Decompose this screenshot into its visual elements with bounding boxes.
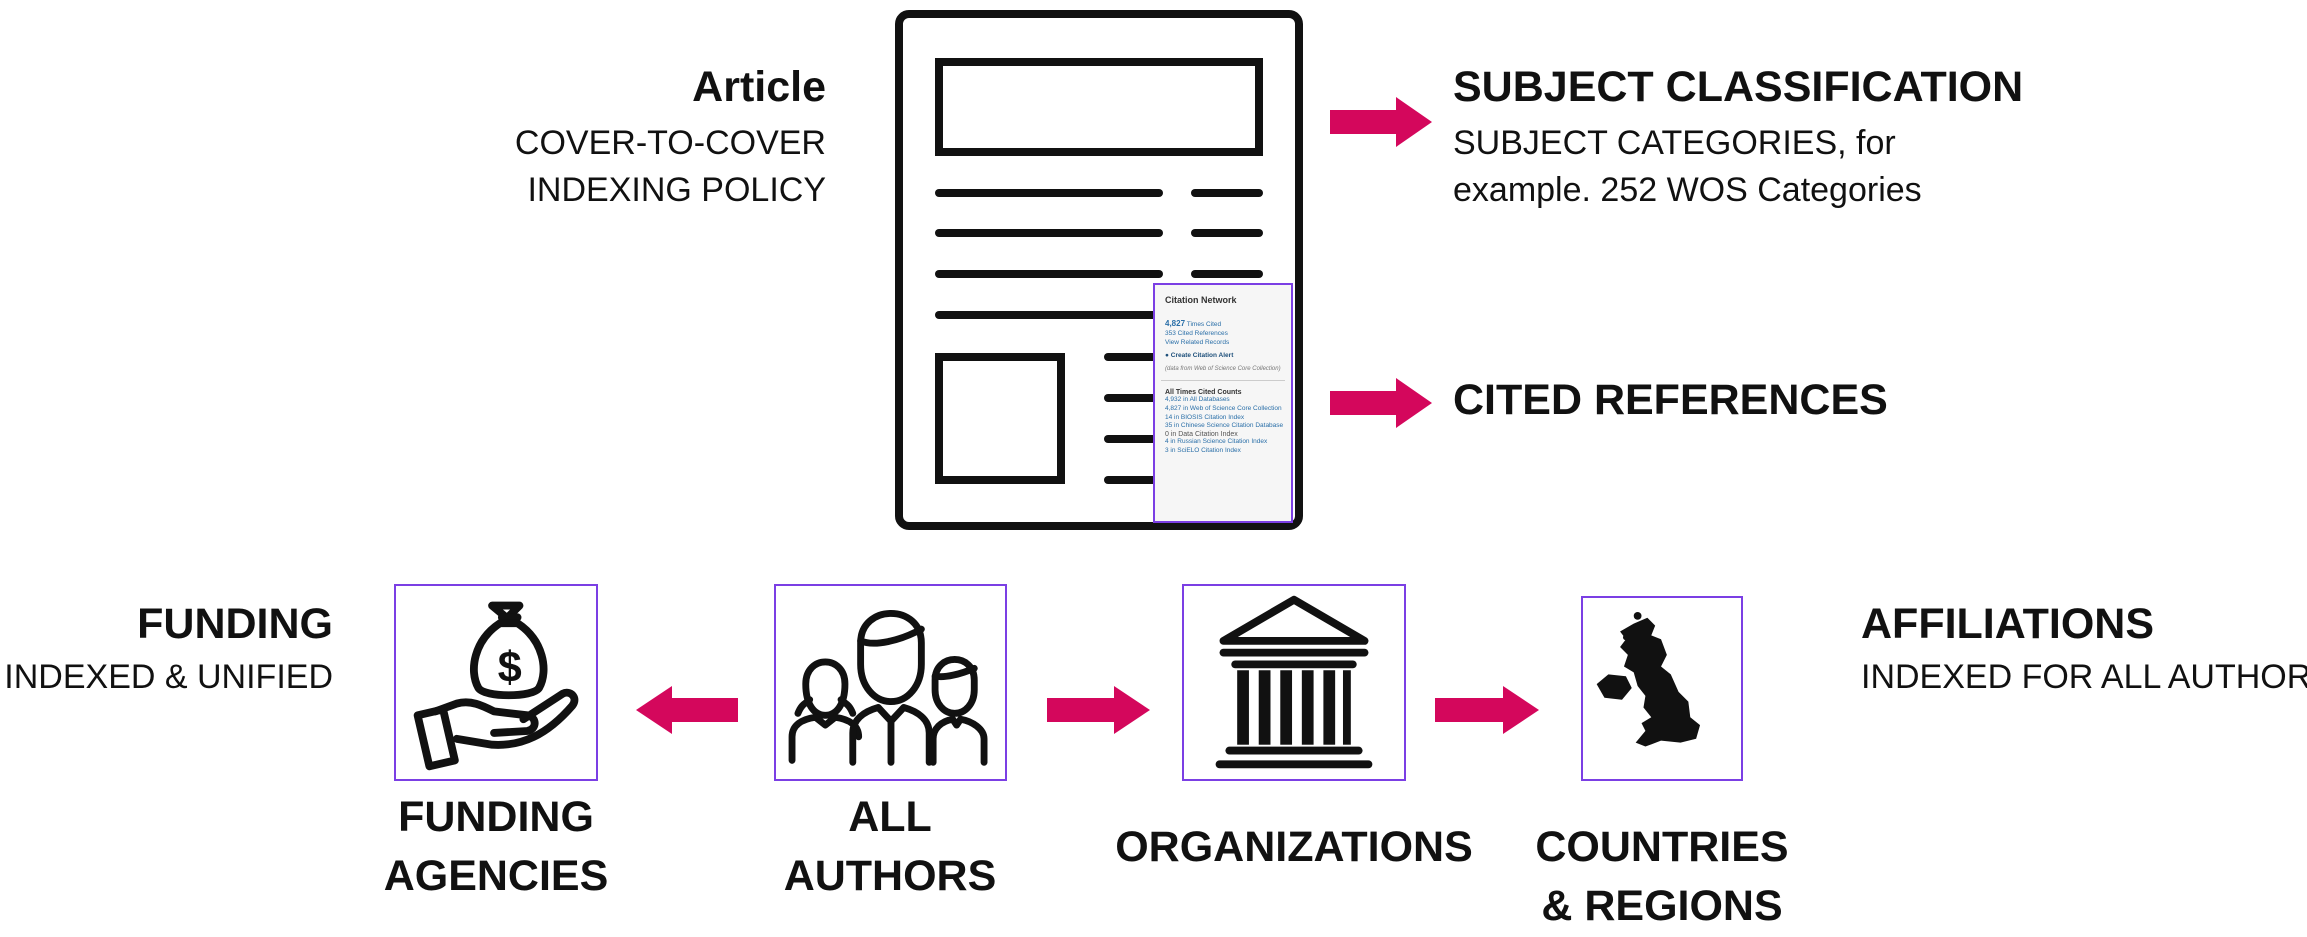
funding-sub: INDEXED & UNIFIED — [4, 658, 333, 697]
uk-map-icon — [1596, 611, 1701, 747]
funding-title: FUNDING — [137, 600, 333, 648]
create-citation-alert-link[interactable]: Create Citation Alert — [1170, 352, 1234, 360]
affiliations-sub: INDEXED FOR ALL AUTHORS — [1861, 658, 2307, 697]
funding-agencies-caption-line1: FUNDING — [398, 793, 594, 841]
countries-caption-line2: & REGIONS — [1541, 882, 1783, 931]
count-link[interactable]: 35 in Chinese Science Citation Database — [1165, 422, 1284, 430]
people-group-icon — [788, 610, 988, 766]
count-text: 0 in Data Citation Index — [1165, 431, 1238, 439]
times-cited-count[interactable]: 4,827 — [1165, 319, 1186, 328]
arrow-right-icon — [1047, 686, 1150, 734]
count-link[interactable]: 14 in BIOSIS Citation Index — [1165, 413, 1245, 421]
countries-caption-line1: COUNTRIES — [1535, 823, 1789, 871]
cited-references-title: CITED REFERENCES — [1453, 376, 1888, 424]
cited-references-link[interactable]: 353 Cited References — [1165, 329, 1228, 337]
money-bag-hand-icon: $ — [413, 601, 579, 771]
arrow-left-icon — [636, 686, 738, 734]
user-icon: ● — [1165, 352, 1169, 360]
article-line2: INDEXING POLICY — [527, 170, 826, 209]
citation-network-panel: Citation Network 4,827 Times Cited 353 C… — [1153, 283, 1293, 523]
panel-divider — [1161, 380, 1285, 382]
affiliations-title: AFFILIATIONS — [1861, 600, 2155, 648]
count-link[interactable]: 4,827 in Web of Science Core Collection — [1165, 404, 1282, 412]
times-cited-label: Times Cited — [1186, 321, 1222, 328]
organizations-caption: ORGANIZATIONS — [1115, 823, 1473, 871]
all-counts-header: All Times Cited Counts — [1165, 389, 1242, 397]
bank-building-icon — [1215, 595, 1373, 769]
arrow-right-icon — [1435, 686, 1539, 734]
svg-text:$: $ — [498, 644, 522, 692]
article-title: Article — [692, 63, 826, 111]
count-link[interactable]: 3 in SciELO Citation Index — [1165, 446, 1241, 454]
related-records-link[interactable]: View Related Records — [1165, 338, 1230, 346]
arrow-right-icon — [1330, 378, 1432, 428]
arrow-right-icon — [1330, 97, 1432, 147]
all-authors-box — [774, 584, 1007, 781]
source-note: (data from Web of Science Core Collectio… — [1165, 366, 1281, 373]
all-authors-caption-line1: ALL — [848, 793, 932, 841]
funding-agencies-box: $ — [394, 584, 598, 781]
subject-title: SUBJECT CLASSIFICATION — [1453, 63, 2024, 111]
all-authors-caption-line2: AUTHORS — [783, 852, 997, 901]
count-link[interactable]: 4,932 in All Databases — [1165, 396, 1230, 404]
organizations-box — [1182, 584, 1406, 781]
subject-line2: example. 252 WOS Categories — [1453, 170, 1922, 209]
citation-panel-header: Citation Network — [1165, 295, 1237, 305]
article-line1: COVER-TO-COVER — [514, 124, 826, 162]
funding-agencies-caption-line2: AGENCIES — [383, 852, 609, 901]
subject-line1: SUBJECT CATEGORIES, for — [1453, 124, 1896, 162]
count-link[interactable]: 4 in Russian Science Citation Index — [1165, 438, 1268, 446]
countries-box — [1581, 596, 1743, 781]
